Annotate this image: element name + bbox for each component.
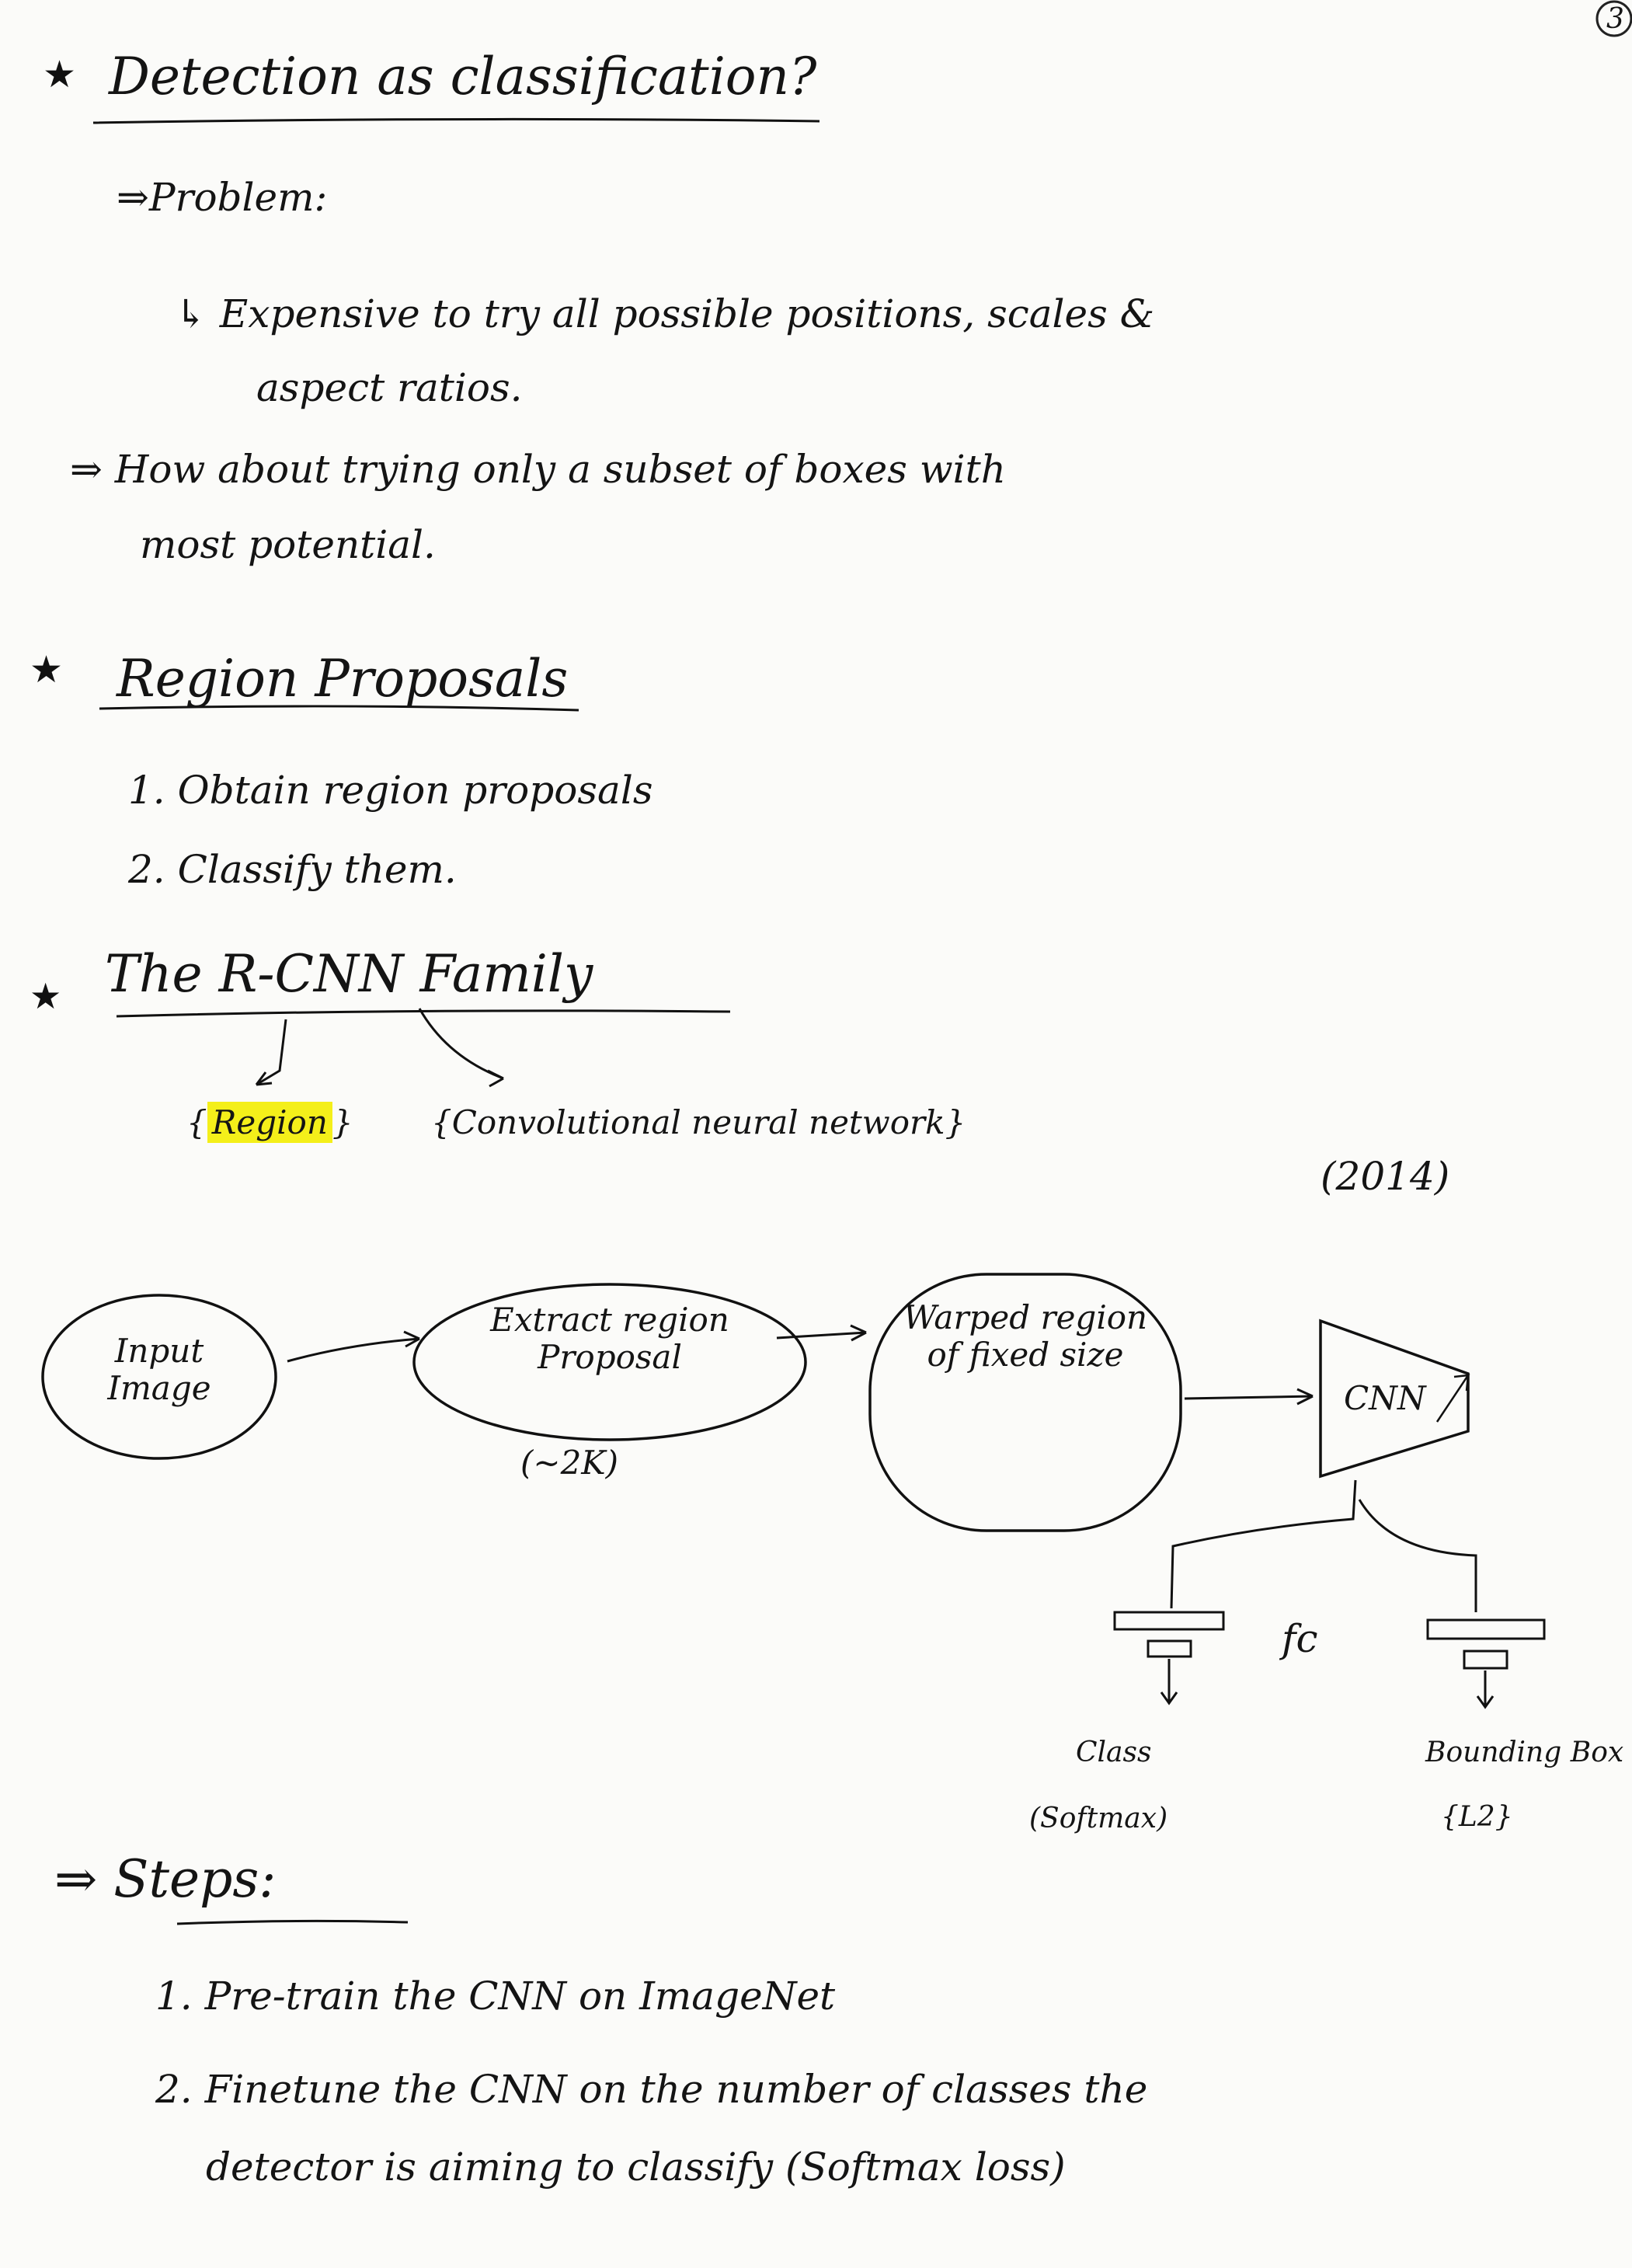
class-loss-label: (Softmax) [1029,1803,1168,1834]
fc-sublayer-right [1463,1650,1508,1670]
cnn-label: CNN [1344,1379,1426,1417]
star-bullet-2: ★ [30,648,63,692]
region-proposals-heading: Region Proposals [117,649,569,709]
region-expansion: {Region} [186,1102,353,1143]
warped-node [868,1273,1182,1532]
class-label: Class [1076,1737,1152,1768]
problem-text-line-2: aspect ratios. [256,365,523,410]
star-bullet-3: ★ [30,975,61,1017]
cnn-expansion-text: Convolutional neural network [451,1103,945,1141]
heading-underline-detection [92,117,820,124]
bbox-loss-label: {L2} [1441,1801,1513,1833]
fc-layer-left [1113,1611,1225,1631]
detection-heading: Detection as classification? [109,47,817,106]
bbox-label: Bounding Box [1425,1737,1624,1768]
fc-sublayer-left [1147,1639,1192,1658]
cnn-to-class-branch [1170,1479,1357,1609]
rcnn-family-heading: The R-CNN Family [105,944,593,1004]
cnn-to-bbox-branch [1358,1499,1477,1612]
input-image-label: Input Image [107,1332,211,1408]
region-highlight: Region [207,1102,332,1143]
star-bullet-1: ★ [43,53,76,96]
extract-count: (~2K) [520,1444,619,1482]
heading-underline-steps [176,1919,409,1925]
extract-label: Extract region Proposal [490,1301,729,1377]
input-image-node [41,1294,277,1460]
steps-heading: ⇒ Steps: [54,1849,277,1909]
heading-underline-rcnn [116,1009,731,1018]
arrow-extract-to-warped [776,1331,867,1340]
region-step-1: 1. Obtain region proposals [128,768,653,813]
arrow-to-cnn [418,1008,504,1080]
steps-item-2-line-2: detector is aiming to classify (Softmax … [206,2144,1066,2190]
extract-node [412,1283,807,1441]
year-label: (2014) [1321,1154,1450,1199]
steps-item-1: 1. Pre-train the CNN on ImageNet [155,1974,836,2019]
region-step-2: 2. Classify them. [128,847,457,892]
problem-label: ⇒Problem: [117,175,328,220]
steps-item-2-line-1: 2. Finetune the CNN on the number of cla… [155,2067,1148,2112]
warped-label: Warped region of fixed size [903,1298,1148,1374]
cnn-expansion: {Convolutional neural network} [431,1103,966,1141]
problem-text-line-1: ↳ Expensive to try all possible position… [175,291,1155,336]
page-number-circle [1595,0,1632,37]
fc-label: fc [1282,1616,1318,1661]
arrow-input-to-extract [287,1337,420,1363]
fc-layer-right [1426,1618,1546,1640]
arrow-to-region [256,1019,287,1086]
idea-line-2: most potential. [140,522,436,567]
idea-line-1: ⇒ How about trying only a subset of boxe… [70,447,1006,492]
heading-underline-region [99,705,579,712]
arrow-warped-to-cnn [1184,1395,1314,1400]
page-number: 3 [1606,3,1624,35]
cnn-trapezoid [1319,1319,1470,1479]
